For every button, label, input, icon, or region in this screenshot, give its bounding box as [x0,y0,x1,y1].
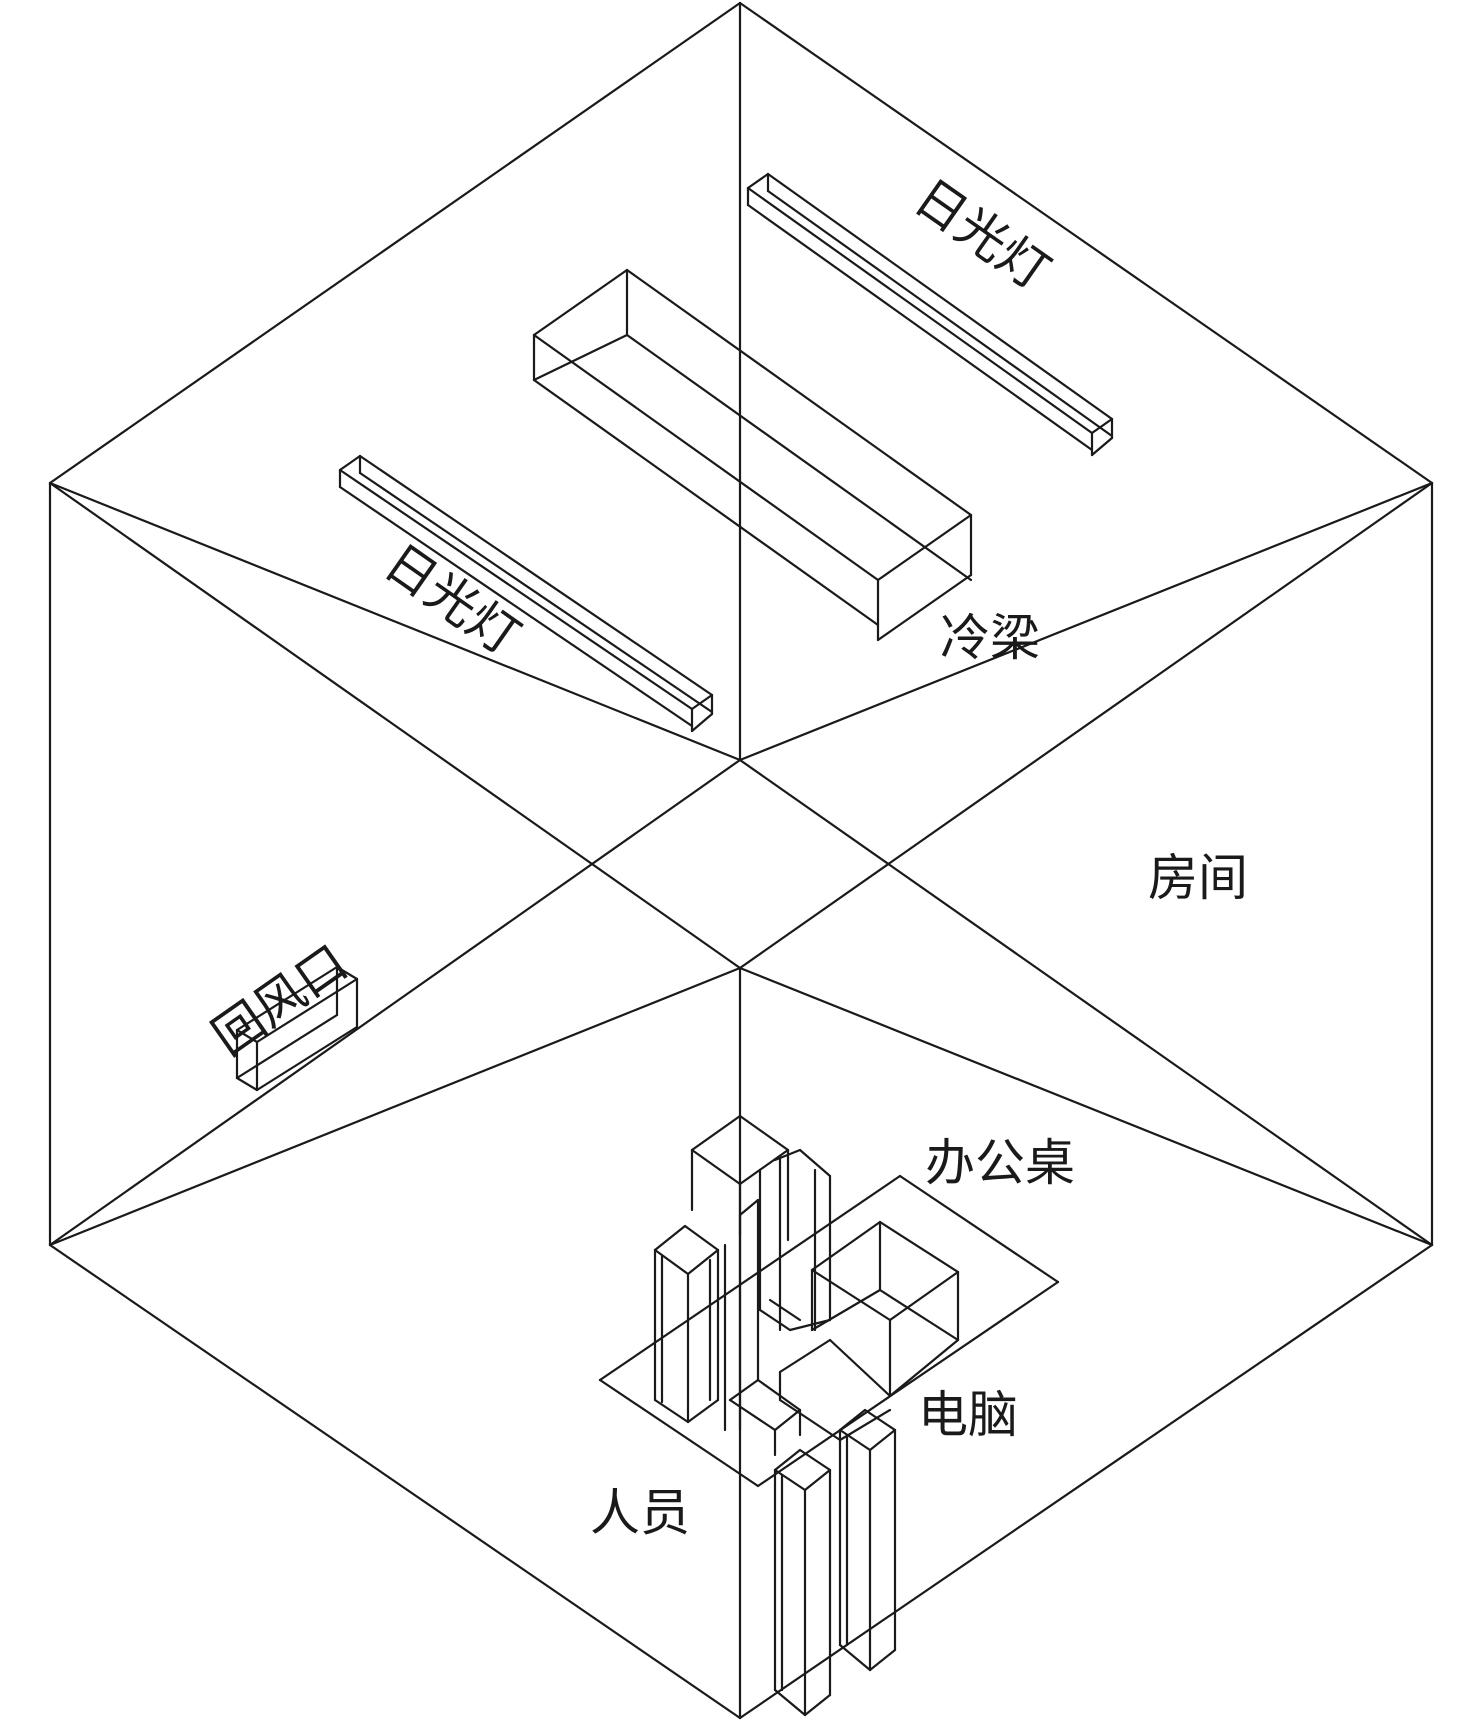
label-return-air: 回风口 [202,933,358,1067]
chilled-beam [532,268,973,642]
person-back [690,1114,832,1332]
person-front [653,1198,760,1432]
label-computer: 电脑 [918,1386,1018,1444]
label-light-top: 日光灯 [904,168,1060,302]
fluorescent-light-left [338,454,714,733]
computer [778,1220,960,1442]
label-person: 人员 [590,1484,690,1542]
fluorescent-light-top [746,172,1114,457]
label-chilled-beam: 冷梁 [940,609,1040,667]
room-box [48,1,1434,1720]
office-desk [598,1174,1060,1488]
label-room: 房间 [1148,849,1248,907]
return-air-vent [235,965,359,1092]
person-legs [728,1378,897,1717]
label-desk: 办公桌 [925,1134,1075,1192]
